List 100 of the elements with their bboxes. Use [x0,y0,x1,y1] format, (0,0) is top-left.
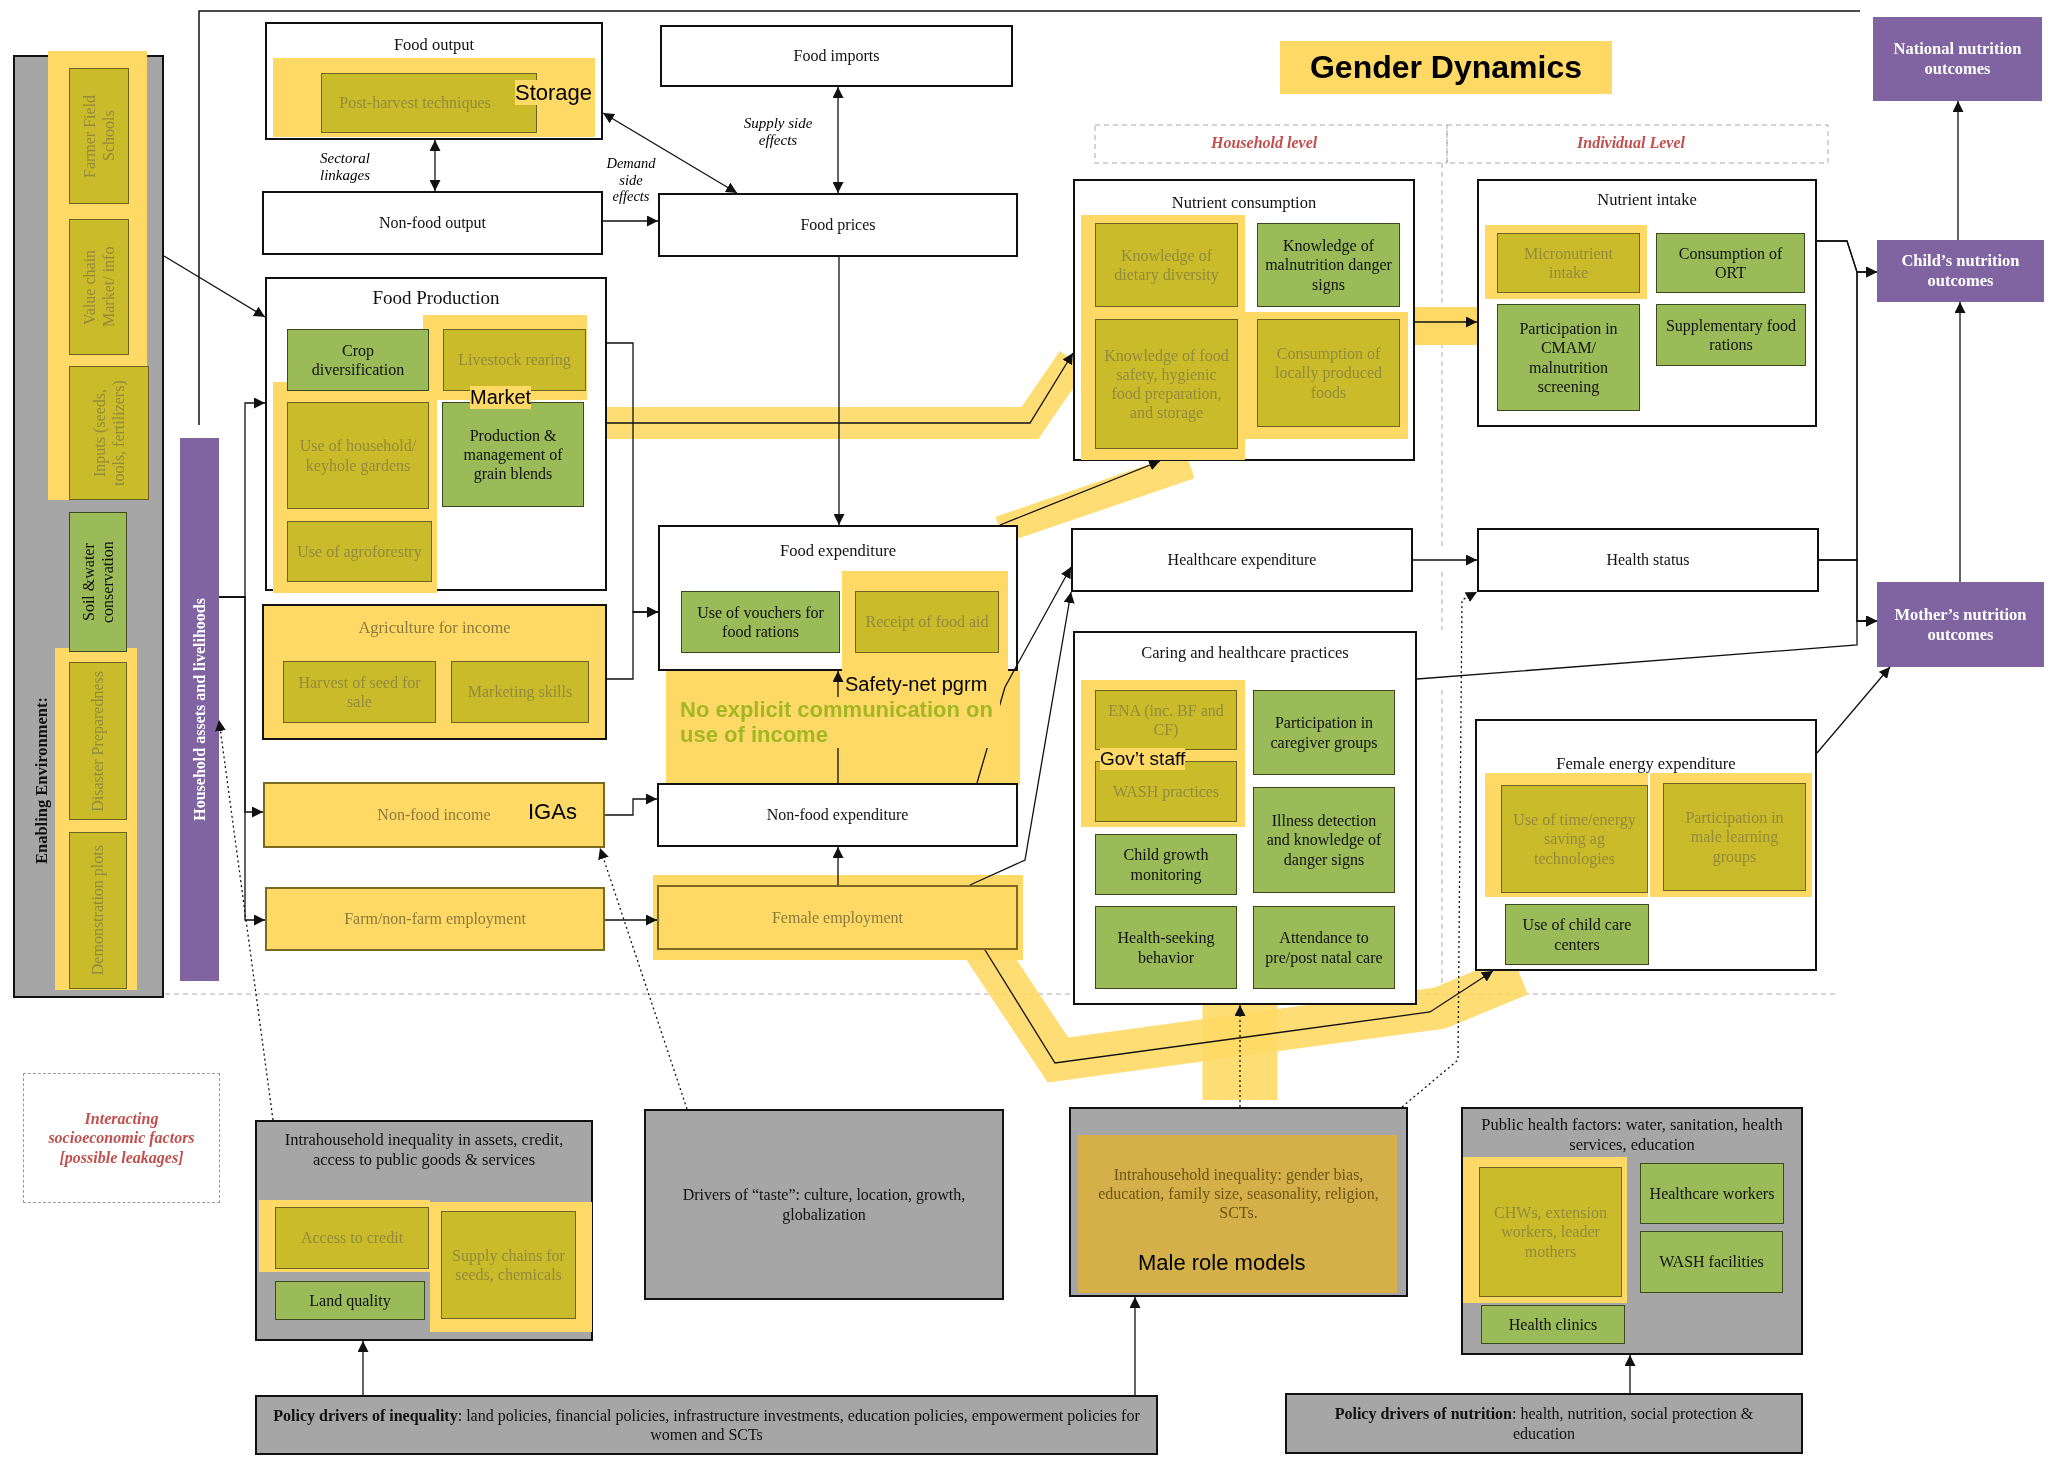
highlighted-category-box [657,885,1018,950]
arrow [832,86,844,194]
activity-box [1257,223,1400,307]
factor-box [644,1109,1004,1300]
box-label: Health clinics [1508,1314,1598,1335]
outcome-box [1877,240,2044,302]
arrow [357,1340,369,1396]
annotation-note: Male role models [1138,1250,1306,1276]
highlighted-category-box [262,604,607,740]
highlighted-activity-box [1663,783,1806,891]
box-label: Child’s nutrition outcomes [1900,251,2021,291]
box-label: Health status [1606,550,1690,570]
box-label: Use of child care centers [1521,915,1633,954]
box-label: Non-food income [377,805,491,825]
highlighted-activity-box [443,329,586,391]
box-label: Child growth monitoring [1122,845,1210,884]
activity-box [1656,233,1805,293]
box-heading: Nutrient intake [1597,190,1697,210]
box-label: Household assets and livelihoods [189,598,209,821]
category-box [265,22,603,140]
box-label: Female employment [771,907,904,928]
activity-box [275,1281,425,1320]
highlighted-activity-box [275,1207,429,1269]
arrow [969,591,1075,886]
category-box [1477,179,1817,427]
box-heading: Public health factors: water, sanitation, health services, education [1480,1115,1784,1155]
box-label: Attendance to pre/post natal care [1264,928,1384,967]
box-label: Crop diversification [310,340,406,380]
activity-box [1640,1231,1783,1293]
box-heading: Caring and healthcare practices [1141,643,1349,663]
factor-panel [255,1120,593,1341]
category-box [660,25,1013,87]
highlighted-activity-box [69,68,129,204]
arrow [215,719,274,1121]
activity-box [1505,904,1649,965]
activity-box [69,512,127,652]
box-heading: Agriculture for income [358,618,511,638]
arrow [606,352,1074,424]
category-box [1073,631,1417,1005]
box-label: Healthcare expenditure [1167,550,1317,570]
level-heading: Household level [1211,134,1318,153]
highlighted-activity-box [1095,223,1238,307]
box-heading: Food Production [372,287,500,310]
box-label: Consumption of ORT [1677,243,1784,283]
annotation-note: Safety-net pgrm [845,673,988,696]
arrow [832,846,844,886]
box-label: Mother’s nutrition outcomes [1893,604,2028,645]
category-box [657,783,1018,847]
box-label: Farm/non-farm employment [344,909,526,929]
outcome-box [1877,582,2044,667]
activity-box [1253,690,1395,775]
banner-note: Gender Dynamics [1280,41,1612,94]
arrow [984,949,1494,1064]
activity-box [1253,906,1395,989]
box-label: Soil &water conservation [78,540,117,625]
arrow [1624,1354,1636,1394]
box-heading: Food output [393,35,475,55]
arrow [1414,316,1478,328]
highlighted-activity-box [69,662,127,820]
livelihoods-bar [180,438,219,981]
box-label: Use of vouchers for food rations [696,602,825,642]
activity-box [1253,787,1395,893]
box-label: Participation in caregiver groups [1269,713,1379,752]
activity-box [1095,906,1237,989]
note-box [23,1073,220,1203]
category-box [658,525,1018,671]
highlighted-activity-box [69,366,149,500]
activity-box [1095,834,1237,895]
category-box [1475,719,1817,971]
highlighted-activity-box [441,1211,576,1319]
outcome-box [1873,17,2042,101]
box-label: Food imports [793,46,880,66]
arrow [1416,615,1878,680]
factor-panel [1461,1107,1803,1355]
arrow [1412,554,1478,566]
factor-box [255,1395,1158,1455]
box-label: Healthcare workers [1649,1183,1775,1204]
annotation-note: No explicit communication on use of income [680,697,1000,748]
category-box [1477,528,1819,592]
arrow [218,596,266,926]
box-heading: Intrahousehold inequality in assets, credit, access to public goods & services [283,1130,565,1170]
arrow [602,112,738,194]
arrow [429,139,441,192]
arrow [598,847,688,1110]
box-label: National nutrition outcomes [1892,39,2023,79]
arrow [999,460,1161,526]
highlighted-activity-box [283,661,436,723]
highlighted-activity-box [1479,1167,1622,1297]
box-label: Participation in CMAM/ malnutrition screening [1518,319,1619,396]
highlighted-activity-box [451,661,589,723]
activity-box [1656,304,1806,366]
edge-label: Demand side effects [604,155,658,205]
arrow [833,256,845,526]
arrow [163,255,266,318]
category-box [1073,179,1415,461]
category-box [658,193,1018,257]
arrow [1816,666,1891,754]
arrow [1952,100,1964,241]
box-heading: Food expenditure [780,541,896,561]
highlighted-activity-box [1095,319,1238,449]
